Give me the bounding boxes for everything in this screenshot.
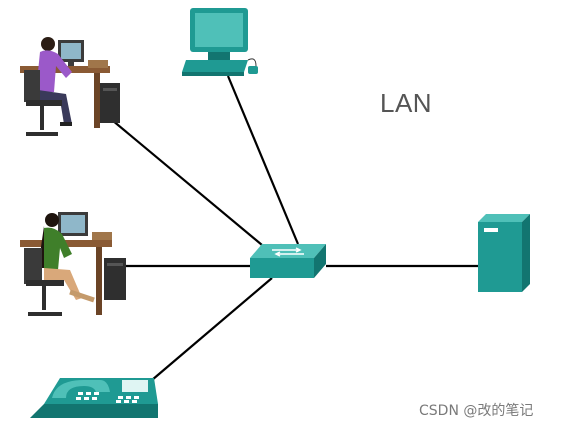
pc-tower [100,83,120,123]
server-side [522,214,530,292]
phone-base [30,404,158,418]
network-links [111,75,478,381]
switch-side [314,244,326,278]
switch-icon[interactable] [250,244,326,278]
chair-back [24,248,42,284]
person-shirt [44,227,72,270]
switch-front [250,258,314,278]
workstation-1-icon[interactable] [20,37,120,136]
handset [52,380,110,398]
mouse-icon [248,66,258,74]
person-head [41,37,55,51]
watermark: CSDN @改的笔记 [419,403,534,419]
link-switch-desktop-pc [226,75,300,245]
person-shirt [36,50,72,92]
link-switch-ip-phone [151,277,273,381]
server-front [478,222,522,292]
server-top [478,214,530,222]
switch-top [250,244,326,258]
ip-phone-icon[interactable] [30,378,158,418]
desktop-pc-icon[interactable] [182,8,258,76]
link-switch-workstation-1 [111,119,269,251]
desk-leg [94,73,100,128]
workstation-2-icon[interactable] [20,212,126,316]
lan-label: LAN [380,88,433,118]
chair-back [24,70,40,102]
phone-display [122,380,148,392]
pc-tower [104,258,126,300]
pc-base [182,60,248,72]
person-head [45,213,59,227]
server-icon[interactable] [478,214,530,292]
person-legs [38,90,72,124]
